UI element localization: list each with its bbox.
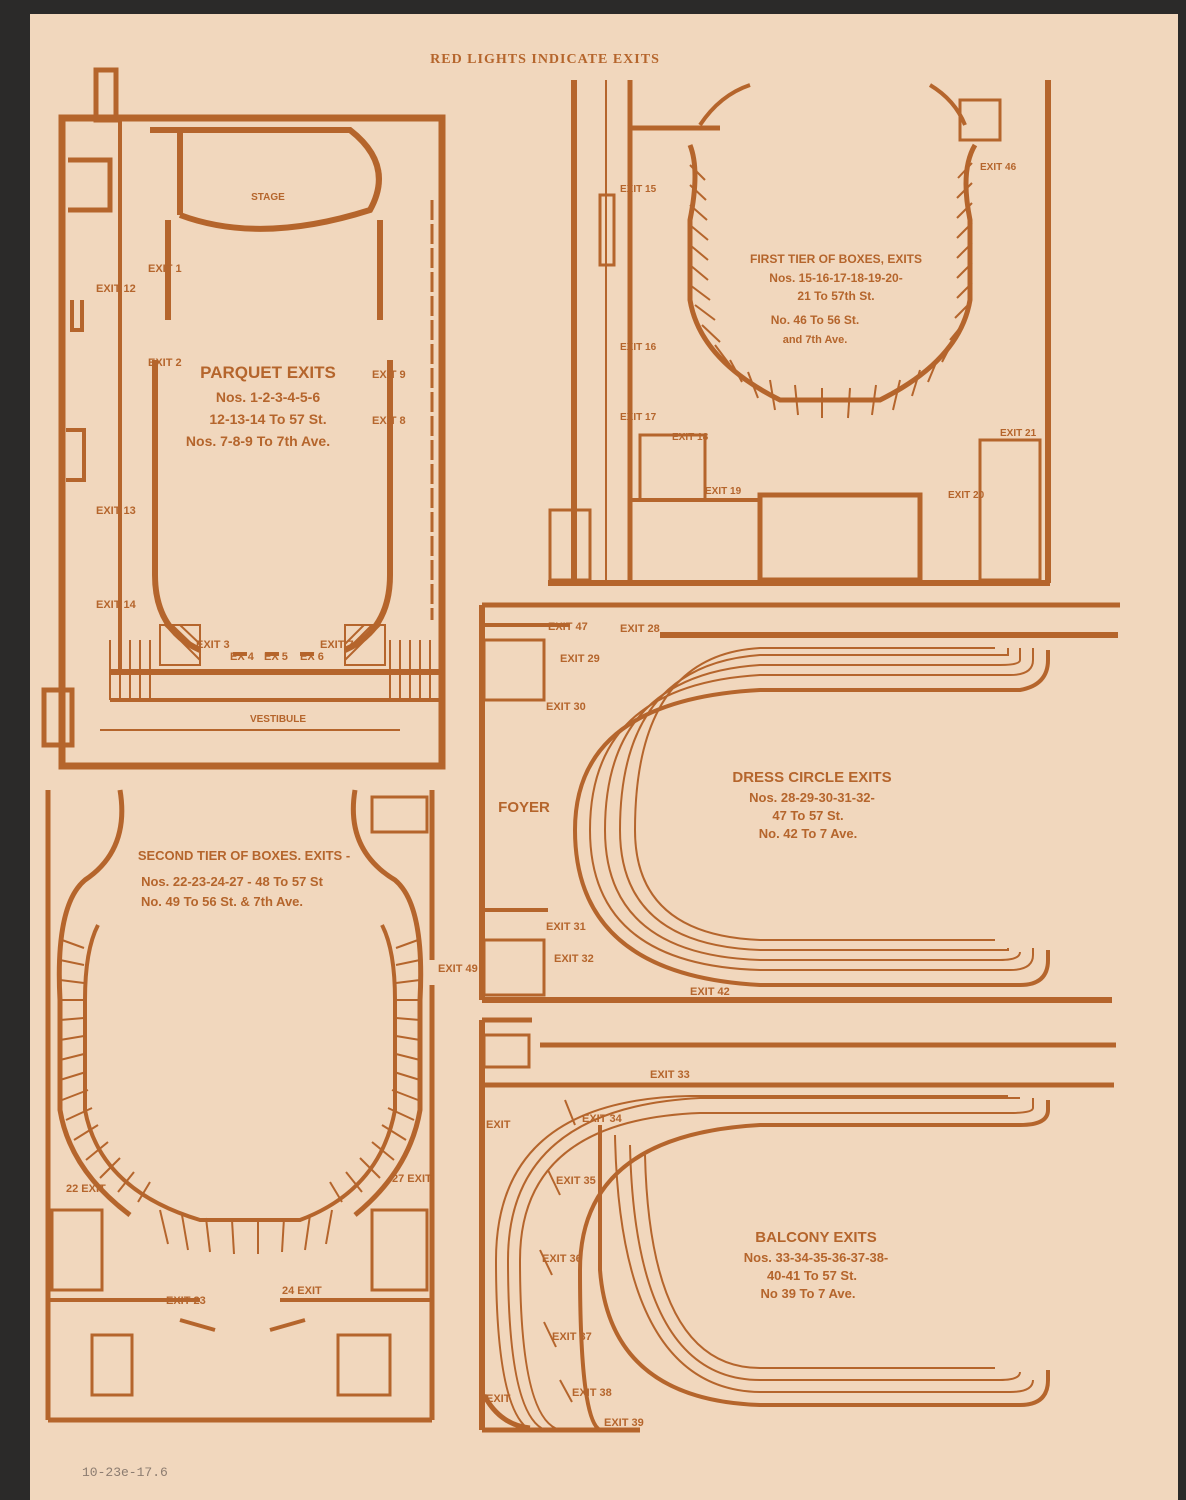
handwritten-annotation: 10-23e-17.6	[82, 1465, 168, 1480]
exit-west-upper-label: EXIT	[486, 1119, 511, 1131]
exit-3-label: EXIT 3	[196, 639, 230, 651]
parquet-heading: PARQUET EXITS	[200, 363, 336, 382]
first-tier-line-3: No. 46 To 56 St.	[771, 313, 859, 327]
dress-circle-line-2: 47 To 57 St.	[772, 808, 843, 823]
dress-circle-line-1: Nos. 28-29-30-31-32-	[749, 790, 875, 805]
page-title: RED LIGHTS INDICATE EXITS	[430, 52, 660, 67]
svg-text:EXIT 1 EXIT 2 EXIT: EXIT 1 EXIT 2 EXIT 3 EX 4 EX 5 EX 6 EXIT…	[96, 263, 409, 663]
exit-7-label: EXIT 7	[320, 639, 354, 651]
exit-38-label: EXIT 38	[572, 1387, 612, 1399]
parquet-line-3: Nos. 7-8-9 To 7th Ave.	[186, 433, 330, 449]
balcony-line-1: Nos. 33-34-35-36-37-38-	[744, 1250, 889, 1265]
exit-1-label: EXIT 1	[148, 263, 182, 275]
exit-9-label: EXIT 9	[372, 369, 406, 381]
exit-36-label: EXIT 36	[542, 1253, 582, 1265]
exit-49-label: EXIT 49	[438, 963, 478, 975]
exit-32-label: EXIT 32	[554, 953, 594, 965]
balcony-line-3: No 39 To 7 Ave.	[761, 1286, 856, 1301]
exit-47-label: EXIT 47	[548, 621, 588, 633]
exit-4-label: EX 4	[230, 651, 255, 663]
first-tier-line-2: 21 To 57th St.	[797, 289, 874, 303]
first-tier-plan: EXIT 15 EXIT 16 EXIT 17 EXIT 18 EXIT 19 …	[548, 80, 1051, 586]
first-tier-line-4: and 7th Ave.	[783, 334, 848, 346]
exit-42-label: EXIT 42	[690, 986, 730, 998]
exit-13-label: EXIT 13	[96, 505, 136, 517]
svg-text:EXIT 33 EXIT 34 EX: EXIT 33 EXIT 34 EXIT 35 EXIT 36 EXIT 37 …	[486, 1069, 693, 1429]
exit-37-label: EXIT 37	[552, 1331, 592, 1343]
exit-6-label: EX 6	[300, 651, 324, 663]
first-tier-heading: FIRST TIER OF BOXES, EXITS	[750, 252, 922, 266]
vestibule-label: VESTIBULE	[250, 714, 306, 725]
parquet-line-1: Nos. 1-2-3-4-5-6	[216, 389, 320, 405]
exit-12-label: EXIT 12	[96, 283, 136, 295]
exit-46-label: EXIT 46	[980, 162, 1017, 173]
exit-34-label: EXIT 34	[582, 1113, 623, 1125]
second-tier-line-1: Nos. 22-23-24-27 - 48 To 57 St	[141, 874, 324, 889]
exit-23-label: EXIT 23	[166, 1295, 206, 1307]
second-tier-plan: EXIT 49 22 EXIT 27 EXIT EXIT 23 24 EXIT …	[45, 789, 481, 1423]
svg-text:EXIT 15 EXIT 16 EX: EXIT 15 EXIT 16 EXIT 17 EXIT 18 EXIT 19 …	[620, 162, 1039, 501]
dress-circle-plan: FOYER EXIT 47 EXIT 28 EXIT 29 EXIT 30 EX…	[479, 602, 1120, 1003]
exit-22-label: 22 EXIT	[66, 1183, 106, 1195]
exit-20-label: EXIT 20	[948, 490, 985, 501]
exit-5-label: EX 5	[264, 651, 288, 663]
exit-8-label: EXIT 8	[372, 415, 406, 427]
exit-17-label: EXIT 17	[620, 412, 657, 423]
exit-19-label: EXIT 19	[705, 486, 742, 497]
dress-circle-rows	[572, 647, 1050, 987]
exit-14-label: EXIT 14	[96, 599, 137, 611]
svg-text:EXIT 49 22 EXIT 27: EXIT 49 22 EXIT 27 EXIT EXIT 23 24 EXIT	[66, 963, 481, 1307]
exit-16-label: EXIT 16	[620, 342, 657, 353]
second-tier-boxes	[59, 939, 421, 1255]
exit-18-label: EXIT 18	[672, 432, 709, 443]
first-tier-line-1: Nos. 15-16-17-18-19-20-	[769, 271, 902, 285]
foyer-label: FOYER	[498, 799, 550, 816]
svg-text:EXIT 47 EXIT 28 EX: EXIT 47 EXIT 28 EXIT 29 EXIT 30 EXIT 31 …	[546, 621, 730, 998]
exit-30-label: EXIT 30	[546, 701, 586, 713]
exit-33-label: EXIT 33	[650, 1069, 690, 1081]
dress-circle-heading: DRESS CIRCLE EXITS	[732, 769, 891, 786]
exit-21-label: EXIT 21	[1000, 428, 1037, 439]
exit-2-label: EXIT 2	[148, 357, 182, 369]
exit-35-label: EXIT 35	[556, 1175, 596, 1187]
balcony-heading: BALCONY EXITS	[755, 1229, 876, 1246]
parquet-line-2: 12-13-14 To 57 St.	[209, 411, 326, 427]
balcony-rows	[494, 1095, 1050, 1432]
second-tier-heading: SECOND TIER OF BOXES. EXITS -	[138, 848, 350, 863]
exit-27-label: 27 EXIT	[392, 1173, 432, 1185]
balcony-line-2: 40-41 To 57 St.	[767, 1268, 857, 1283]
exit-29-label: EXIT 29	[560, 653, 600, 665]
balcony-plan: EXIT 33 EXIT 34 EXIT 35 EXIT 36 EXIT 37 …	[479, 1017, 1116, 1433]
exit-24-label: 24 EXIT	[282, 1285, 322, 1297]
exit-15-label: EXIT 15	[620, 184, 657, 195]
parquet-plan: STAGE VESTIBULE EXIT 1 EXIT 2 EXIT 3 EX …	[41, 67, 446, 770]
first-tier-boxes	[689, 162, 973, 419]
exit-west-lower-label: EXIT	[486, 1393, 511, 1405]
stage-label: STAGE	[251, 192, 285, 203]
exit-28-label: EXIT 28	[620, 623, 660, 635]
second-tier-line-2: No. 49 To 56 St. & 7th Ave.	[141, 894, 303, 909]
dress-circle-line-3: No. 42 To 7 Ave.	[759, 826, 858, 841]
exit-39-label: EXIT 39	[604, 1417, 644, 1429]
exit-31-label: EXIT 31	[546, 921, 586, 933]
